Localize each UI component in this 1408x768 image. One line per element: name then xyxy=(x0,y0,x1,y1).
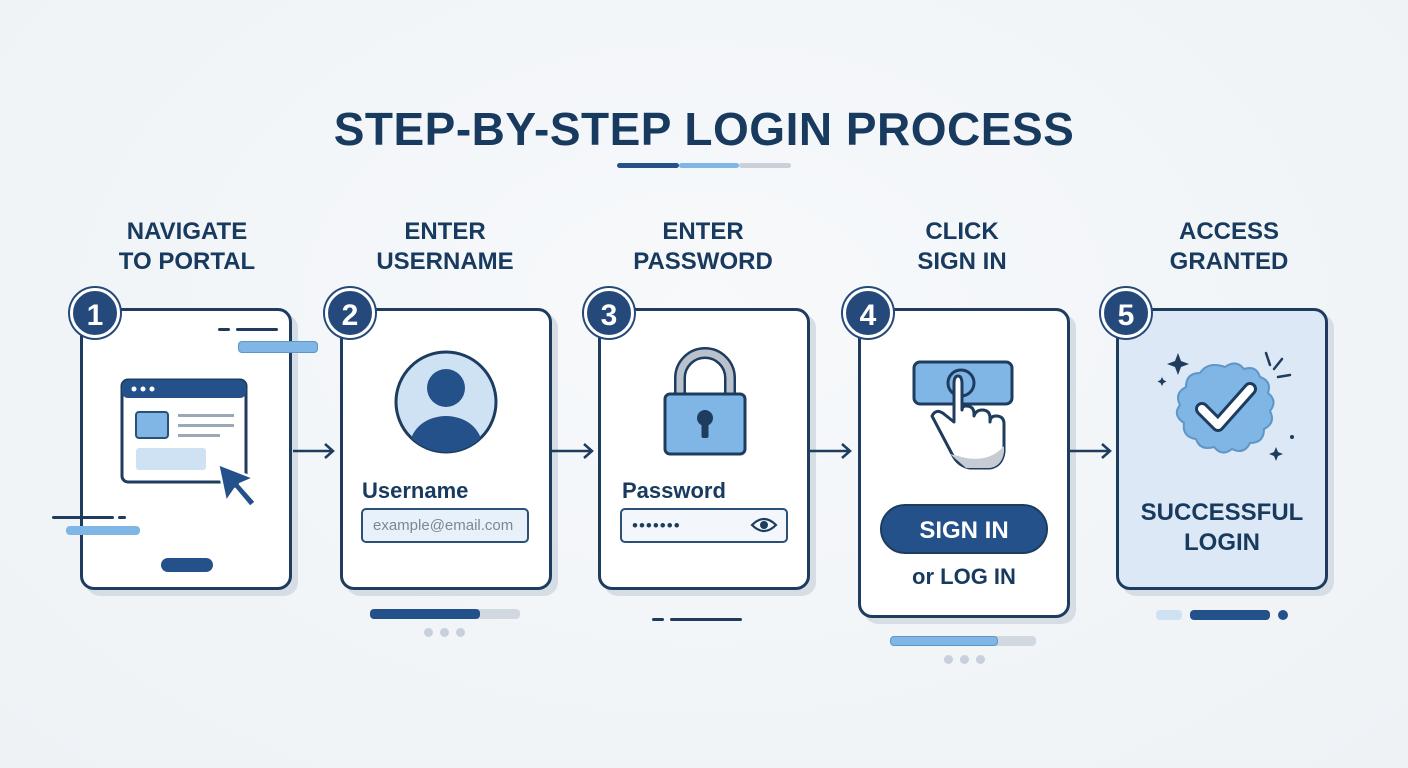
eye-icon[interactable] xyxy=(750,515,778,535)
step-2-badge: 2 xyxy=(325,288,375,338)
step-1-badge: 1 xyxy=(70,288,120,338)
dot xyxy=(440,628,449,637)
step-5-badge: 5 xyxy=(1101,288,1151,338)
password-label: Password xyxy=(622,478,726,503)
browser-window-icon xyxy=(120,378,248,484)
dot xyxy=(944,655,953,664)
progress-bar xyxy=(890,636,1036,646)
username-label: Username xyxy=(362,478,469,503)
step-4-badge: 4 xyxy=(843,288,893,338)
decor-lines xyxy=(652,618,742,621)
user-avatar-icon xyxy=(394,350,498,454)
sign-in-button[interactable]: SIGN IN xyxy=(880,504,1048,554)
hand-pointer-icon xyxy=(912,360,1014,470)
right-arrow-icon xyxy=(1070,443,1112,459)
title-underline xyxy=(617,163,791,168)
alt-login-text: or LOG IN xyxy=(912,564,1016,589)
dot xyxy=(424,628,433,637)
decor-bar xyxy=(238,341,318,353)
decor-lines-left xyxy=(52,516,142,538)
username-field[interactable]: example@email.com xyxy=(361,508,529,543)
progress-bar xyxy=(370,609,520,619)
padlock-icon xyxy=(663,347,747,456)
right-arrow-icon xyxy=(552,443,594,459)
dot xyxy=(960,655,969,664)
decor-bars xyxy=(1156,610,1292,620)
step-3-badge: 3 xyxy=(584,288,634,338)
dot xyxy=(456,628,465,637)
page-title: STEP-BY-STEP LOGIN PROCESS xyxy=(333,103,1075,155)
password-mask: ••••••• xyxy=(632,516,681,535)
dot xyxy=(976,655,985,664)
cursor-arrow-icon xyxy=(216,462,258,509)
password-field[interactable]: ••••••• xyxy=(620,508,788,543)
home-pill xyxy=(161,558,213,572)
right-arrow-icon xyxy=(810,443,852,459)
decor-lines xyxy=(218,328,278,331)
right-arrow-icon xyxy=(293,443,335,459)
checkmark-badge-icon xyxy=(1157,351,1294,461)
